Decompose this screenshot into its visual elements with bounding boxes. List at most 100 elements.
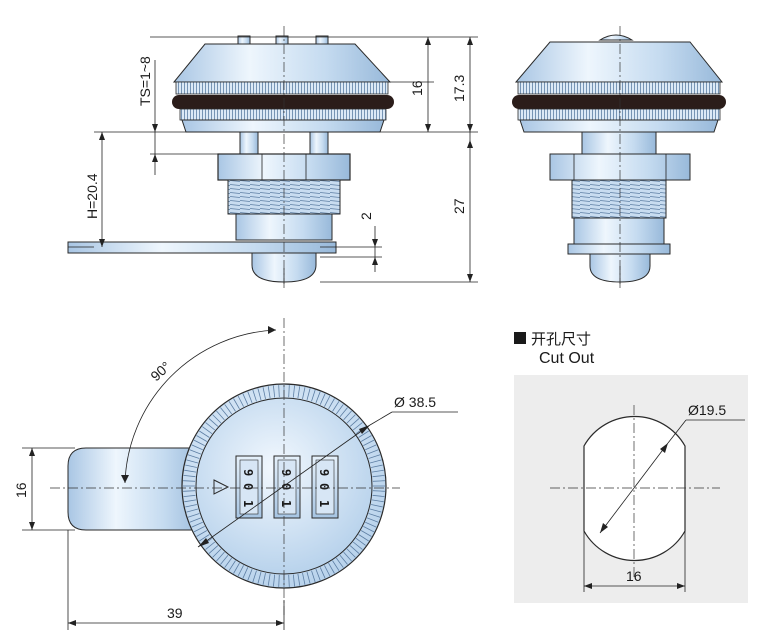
wheel-1-top: 9 — [241, 469, 255, 476]
knurl-tick — [242, 393, 249, 405]
knurl-tick — [208, 545, 219, 554]
knurl-tick — [288, 574, 290, 587]
knurl-tick — [363, 439, 375, 446]
wheel-3-top: 9 — [317, 469, 331, 476]
cutout-title-en: Cut Out — [539, 350, 595, 367]
knurled-ring-lower — [179, 108, 387, 121]
knurl-tick — [220, 407, 229, 418]
knurl-tick — [343, 410, 352, 421]
knurl-tick — [212, 548, 222, 558]
dim-27: 27 — [451, 198, 467, 214]
knurl-tick — [228, 401, 236, 412]
wheel-3-bottom: 1 — [317, 500, 331, 507]
knurl-tick — [247, 568, 253, 581]
knurl-tick — [368, 454, 381, 459]
knurl-tick — [360, 435, 372, 442]
knurl-tick — [186, 508, 199, 513]
dim-ts: TS=1~8 — [137, 56, 153, 106]
knurl-tick — [196, 530, 208, 537]
knurl-tick — [183, 480, 196, 482]
knurl-tick — [292, 574, 295, 587]
side-view — [512, 26, 726, 290]
dial-knurl-ticks — [183, 385, 385, 587]
knurl-tick — [372, 490, 385, 492]
knurl-tick — [273, 385, 276, 398]
knurl-tick — [224, 557, 233, 568]
knurl-tick — [267, 386, 271, 399]
digit-wheel-1[interactable]: 9 0 1 — [235, 455, 263, 519]
knurl-tick — [346, 548, 356, 558]
knurl-tick — [187, 513, 200, 518]
knurl-tick — [332, 401, 340, 412]
knurl-tick — [278, 385, 280, 398]
knurl-tick — [335, 404, 344, 415]
knurl-tick — [252, 389, 257, 402]
knurl-tick — [228, 560, 236, 571]
knurl-tick — [189, 449, 202, 455]
knurl-tick — [315, 391, 321, 404]
knurl-tick — [208, 418, 219, 427]
knurl-tick — [262, 387, 266, 399]
knurl-tick — [193, 439, 205, 446]
knurl-tick — [185, 504, 197, 508]
knurl-tick — [233, 398, 240, 410]
knurl-tick — [311, 570, 316, 583]
knurl-tick — [183, 490, 196, 492]
knurled-ring-upper — [175, 81, 389, 95]
dim-16: 16 — [409, 80, 425, 96]
neck-right — [309, 131, 329, 155]
knurl-tick — [315, 568, 321, 581]
wheel-1-bottom: 1 — [241, 500, 255, 507]
knurl-tick — [358, 430, 369, 438]
knurl-tick — [257, 388, 262, 401]
knurl-tick — [189, 517, 202, 523]
side-cam-plate — [567, 243, 671, 255]
knurl-tick — [371, 464, 383, 468]
side-threaded-body — [571, 179, 667, 219]
knurl-tick — [262, 573, 266, 585]
knurl-tick — [352, 422, 363, 431]
side-o-ring — [512, 95, 726, 109]
knurl-tick — [346, 414, 356, 424]
knurl-tick — [292, 385, 295, 398]
digit-wheel-3[interactable]: 9 0 1 — [311, 455, 339, 519]
knurl-tick — [355, 537, 366, 546]
knurl-tick — [371, 499, 384, 503]
knurl-tick — [273, 574, 276, 587]
knurl-tick — [186, 459, 199, 464]
knurl-tick — [302, 573, 306, 585]
o-ring-gasket — [172, 95, 394, 109]
knurl-tick — [297, 573, 301, 586]
wheel-2-mid: 0 — [279, 483, 293, 490]
knurl-tick — [191, 521, 203, 528]
digit-wheel-2[interactable]: 9 0 1 — [273, 455, 301, 519]
knurl-tick — [369, 459, 382, 464]
knurl-tick — [371, 469, 384, 473]
knurl-tick — [297, 386, 301, 399]
knurl-tick — [202, 426, 213, 435]
knurl-tick — [196, 435, 208, 442]
knurl-tick — [205, 422, 216, 431]
knurl-tick — [185, 464, 197, 468]
knurl-tick — [372, 480, 385, 482]
knurl-tick — [360, 530, 372, 537]
knurl-tick — [371, 504, 383, 508]
knurl-tick — [184, 499, 197, 503]
dim-height: 16 — [13, 482, 29, 498]
knurl-tick — [302, 387, 306, 399]
cap-base — [181, 119, 385, 133]
dim-diameter: Ø 38.5 — [394, 394, 436, 410]
knurl-tick — [352, 541, 363, 550]
knurl-tick — [366, 517, 379, 523]
wheel-2-bottom: 1 — [279, 500, 293, 507]
knurl-tick — [237, 565, 244, 577]
cutout-dim-width: 16 — [626, 568, 642, 584]
side-cap-top — [514, 41, 724, 83]
neck-left — [239, 131, 259, 155]
cutout-dim-diameter: Ø19.5 — [688, 402, 726, 418]
knurl-tick — [358, 534, 369, 542]
knurl-tick — [343, 551, 352, 562]
knurl-tick — [324, 565, 331, 577]
knurl-tick — [212, 414, 222, 424]
